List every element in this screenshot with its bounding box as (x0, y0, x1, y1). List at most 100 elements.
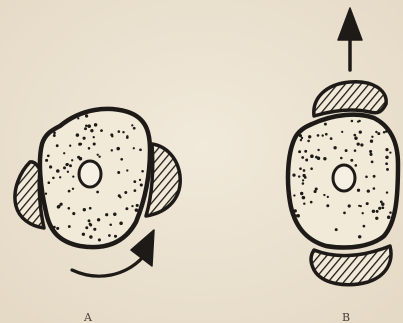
stipple-dot (141, 170, 144, 173)
stipple-dot (56, 144, 59, 147)
stipple-dot (53, 134, 56, 137)
stipple-dot (45, 193, 47, 195)
stipple-dot (375, 217, 378, 220)
stipple-dot (300, 139, 302, 141)
stipple-dot (72, 188, 74, 190)
stipple-dot (362, 212, 364, 214)
stipple-dot (126, 169, 128, 171)
stipple-dot (351, 120, 354, 123)
stipple-dot (90, 129, 93, 132)
stipple-dot (76, 133, 79, 136)
stipple-dot (97, 218, 100, 221)
stipple-dot (85, 125, 88, 128)
stipple-dot (348, 204, 351, 207)
stipple-dot (388, 227, 391, 230)
stipple-dot (48, 181, 51, 184)
stipple-dot (68, 190, 71, 193)
stipple-dot (69, 145, 71, 147)
stipple-dot (304, 150, 307, 153)
stipple-dot (335, 228, 338, 231)
stipple-dot (299, 167, 302, 170)
stipple-dot (354, 164, 357, 167)
stipple-dot (97, 154, 99, 156)
stipple-dot (89, 223, 92, 226)
stipple-dot (383, 131, 386, 134)
stipple-dot (378, 207, 381, 210)
stipple-dot (371, 161, 374, 164)
stipple-dot (87, 124, 91, 128)
stipple-dot (139, 179, 141, 181)
stipple-dot (302, 182, 305, 185)
stipple-dot (111, 135, 113, 137)
stipple-dot (358, 120, 360, 122)
stipple-dot (68, 225, 71, 228)
panel-a-nucleus (79, 161, 101, 187)
panel-a-label: A (83, 311, 93, 323)
stipple-dot (133, 180, 136, 183)
stipple-dot (93, 142, 96, 145)
stipple-dot (47, 154, 50, 157)
stipple-dot (340, 157, 343, 160)
stipple-dot (88, 147, 91, 150)
stipple-dot (360, 143, 363, 146)
stipple-dot (387, 215, 391, 219)
stipple-dot (354, 149, 357, 152)
stipple-dot (386, 168, 389, 171)
stipple-dot (83, 208, 86, 211)
stipple-dot (385, 148, 388, 151)
stipple-dot (354, 137, 357, 140)
stipple-dot (369, 153, 372, 156)
stipple-dot (389, 151, 391, 153)
stipple-dot (49, 165, 52, 168)
stipple-dot (72, 212, 75, 215)
stipple-dot (371, 136, 373, 138)
stipple-dot (120, 158, 123, 161)
stipple-dot (96, 191, 99, 194)
stipple-dot (375, 131, 377, 133)
stipple-dot (56, 227, 59, 230)
stipple-dot (72, 175, 74, 177)
stipple-dot (67, 207, 70, 210)
stipple-dot (93, 228, 96, 231)
stipple-dot (293, 194, 295, 196)
stipple-dot (343, 212, 346, 215)
stipple-dot (139, 148, 142, 151)
stipple-dot (134, 189, 137, 192)
stipple-dot (350, 159, 353, 162)
stipple-dot (59, 176, 61, 178)
stipple-dot (111, 149, 113, 151)
stipple-dot (53, 226, 56, 229)
stipple-dot (98, 155, 100, 157)
stipple-dot (325, 133, 328, 136)
stipple-dot (317, 157, 321, 161)
stipple-dot (358, 235, 361, 238)
stipple-dot (381, 202, 384, 205)
stipple-dot (98, 238, 101, 241)
stipple-dot (386, 191, 388, 193)
stipple-dot (125, 207, 128, 210)
stipple-dot (88, 219, 91, 222)
stipple-dot (93, 136, 95, 138)
stipple-dot (298, 175, 300, 177)
stipple-dot (323, 157, 326, 160)
stipple-dot (373, 187, 376, 190)
stipple-dot (302, 179, 304, 181)
stipple-dot (301, 156, 304, 159)
stipple-dot (108, 234, 111, 237)
stipple-dot (293, 209, 296, 212)
stipple-dot (89, 207, 92, 210)
stipple-dot (292, 173, 295, 176)
stipple-dot (299, 134, 302, 137)
stipple-dot (308, 135, 311, 138)
stipple-dot (326, 204, 329, 207)
stipple-dot (78, 143, 81, 146)
stipple-dot (327, 196, 329, 198)
stipple-dot (373, 175, 376, 178)
stipple-dot (296, 214, 300, 218)
stipple-dot (389, 211, 392, 214)
panel-b-nucleus (333, 165, 355, 191)
stipple-dot (52, 177, 55, 180)
stipple-dot (317, 134, 320, 137)
stipple-dot (305, 159, 308, 162)
